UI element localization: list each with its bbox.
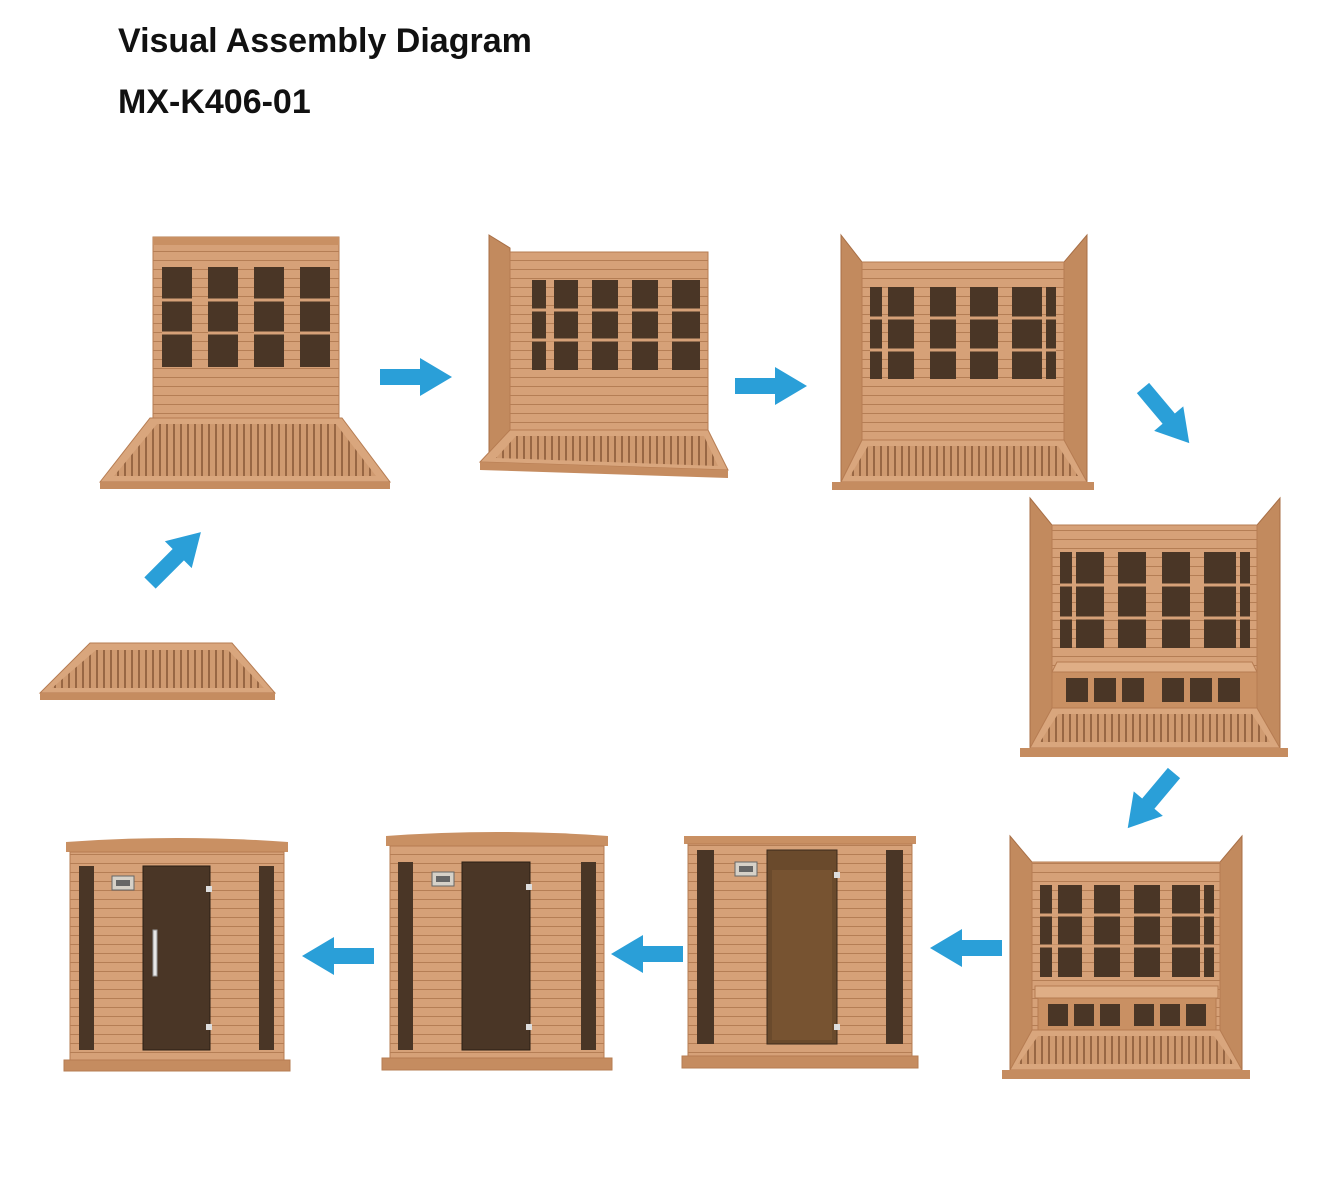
blue-arrow-icon [735,367,807,405]
blue-arrow-icon [302,937,374,975]
step-7-front-panels [681,836,919,1069]
page-title: Visual Assembly Diagram [118,22,532,60]
model-number: MX-K406-01 [118,83,311,121]
step-5-bench [1020,496,1288,757]
blue-arrow-icon [930,929,1002,967]
step-1-floor [38,642,277,700]
blue-arrow-icon [1128,375,1204,456]
step-6-roof [1002,834,1250,1079]
blue-arrow-icon [1113,760,1189,841]
blue-arrow-icon [611,935,683,973]
step-3-left-wall [478,234,729,478]
step-4-right-wall [832,233,1094,490]
step-8-door-glass [381,832,613,1071]
blue-arrow-icon [380,358,452,396]
blue-arrow-icon [136,518,215,597]
step-9-completed [63,838,291,1072]
step-2-back-wall [98,236,391,489]
